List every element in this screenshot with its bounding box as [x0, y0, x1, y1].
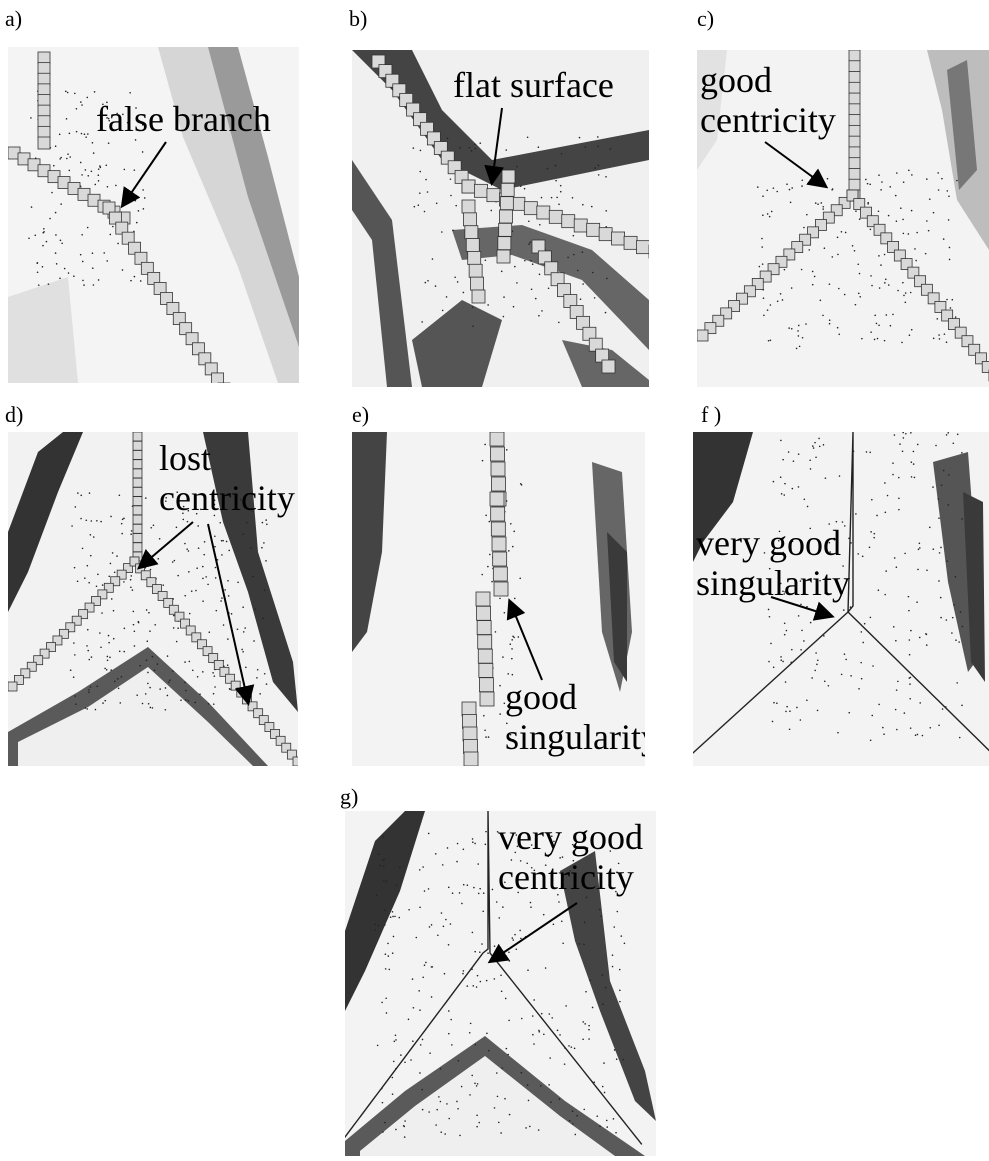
panel-label-g: g) — [340, 786, 358, 808]
arrow-f — [693, 432, 989, 766]
panel-g-image: very good centricity — [345, 811, 656, 1156]
panel-d-image: lost centricity — [8, 432, 298, 766]
panel-label-d: d) — [5, 404, 23, 426]
arrow-e — [352, 432, 645, 766]
panel-label-a: a) — [5, 8, 22, 30]
panel-b-image: flat surface — [352, 50, 649, 387]
arrow-b — [352, 50, 649, 387]
panel-label-c: c) — [697, 8, 714, 30]
arrows-d — [8, 432, 298, 766]
arrow-g — [345, 811, 656, 1156]
panel-label-e: e) — [352, 404, 369, 426]
panel-label-b: b) — [349, 8, 367, 30]
panel-a-image: false branch — [8, 47, 299, 383]
arrow-a — [8, 47, 299, 383]
arrow-c — [697, 50, 989, 387]
panel-f-image: very good singularity — [693, 432, 989, 766]
panel-label-f: f ) — [701, 404, 721, 426]
panel-c-image: good centricity — [697, 50, 989, 387]
panel-e-image: good singularity — [352, 432, 645, 766]
